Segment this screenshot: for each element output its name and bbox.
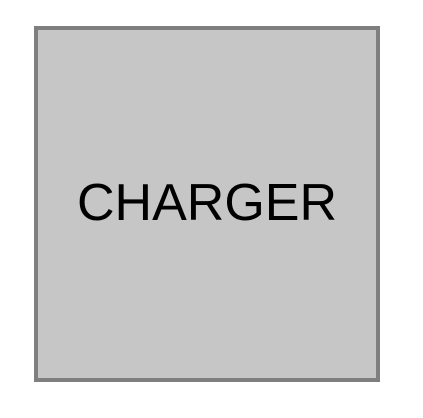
charger-block-label: CHARGER [76,174,338,232]
charger-block: CHARGER [34,26,380,382]
